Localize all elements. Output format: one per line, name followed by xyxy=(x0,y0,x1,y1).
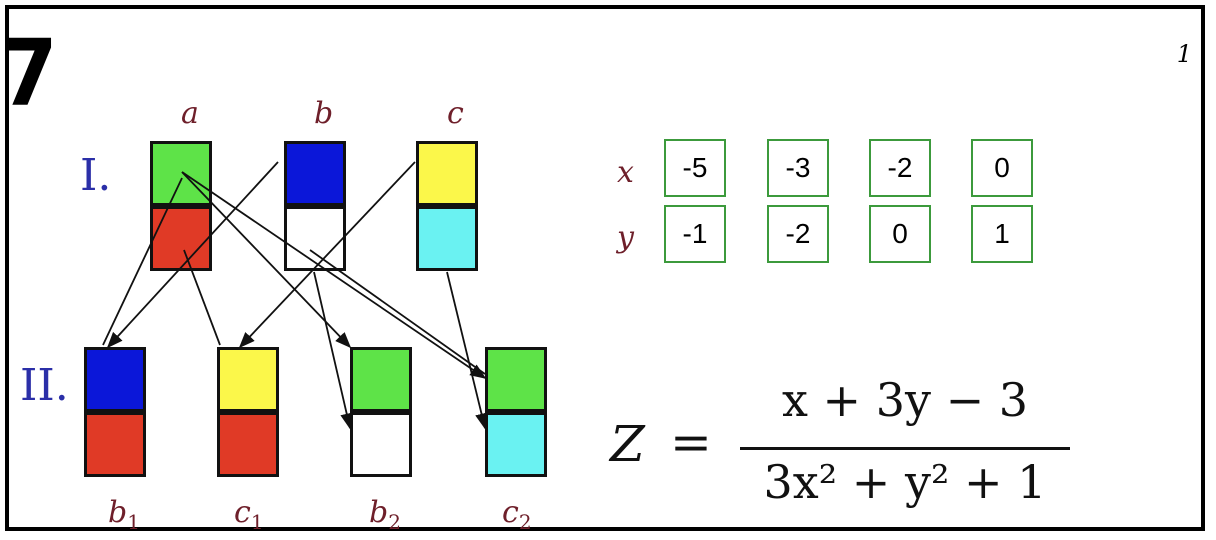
block-c-bottom xyxy=(419,209,475,268)
block-c xyxy=(416,141,478,271)
fraction-bar xyxy=(740,447,1070,450)
block-b2-bottom xyxy=(353,415,409,474)
formula-lhs: Z xyxy=(610,415,645,473)
formula-numerator: x + 3y − 3 xyxy=(781,373,1029,427)
table-y-label: y xyxy=(617,220,634,255)
bottom-label-b1: b1 xyxy=(108,495,140,534)
formula: Z = x + 3y − 3 3x² + y² + 1 xyxy=(610,373,1080,525)
formula-equals: = xyxy=(670,413,712,471)
block-b xyxy=(284,141,346,271)
block-c1-bottom xyxy=(220,415,276,474)
block-b1 xyxy=(84,347,146,477)
bottom-label-b2: b2 xyxy=(369,495,401,534)
column-label-c: c xyxy=(447,96,464,131)
column-label-a: a xyxy=(181,96,199,131)
bottom-label-c2: c2 xyxy=(502,495,532,534)
block-b1-bottom xyxy=(87,415,143,474)
block-a xyxy=(150,141,212,271)
block-c2-top xyxy=(488,350,544,409)
block-c2 xyxy=(485,347,547,477)
table-y-cell-2: -2 xyxy=(767,205,829,263)
table-y-cell-1: -1 xyxy=(664,205,726,263)
page-number: 1 xyxy=(1176,40,1192,68)
table-x-cell-2: -3 xyxy=(767,139,829,197)
row-label-I: I. xyxy=(80,150,112,201)
column-label-b: b xyxy=(314,96,334,131)
block-b2-top xyxy=(353,350,409,409)
block-c1-top xyxy=(220,350,276,409)
table-x-cell-1: -5 xyxy=(664,139,726,197)
block-b-top xyxy=(287,144,343,203)
block-c-top xyxy=(419,144,475,203)
block-c2-bottom xyxy=(488,415,544,474)
block-a-top xyxy=(153,144,209,203)
block-b2 xyxy=(350,347,412,477)
block-a-bottom xyxy=(153,209,209,268)
block-b1-top xyxy=(87,350,143,409)
row-label-II: II. xyxy=(20,360,69,411)
table-y-cell-4: 1 xyxy=(971,205,1033,263)
formula-denominator: 3x² + y² + 1 xyxy=(763,455,1047,509)
block-b-bottom xyxy=(287,209,343,268)
bottom-label-c1: c1 xyxy=(234,495,264,534)
problem-number: 7 xyxy=(0,20,58,127)
table-y-cell-3: 0 xyxy=(869,205,931,263)
table-x-cell-4: 0 xyxy=(971,139,1033,197)
table-x-cell-3: -2 xyxy=(869,139,931,197)
block-c1 xyxy=(217,347,279,477)
table-x-label: x xyxy=(617,155,634,190)
